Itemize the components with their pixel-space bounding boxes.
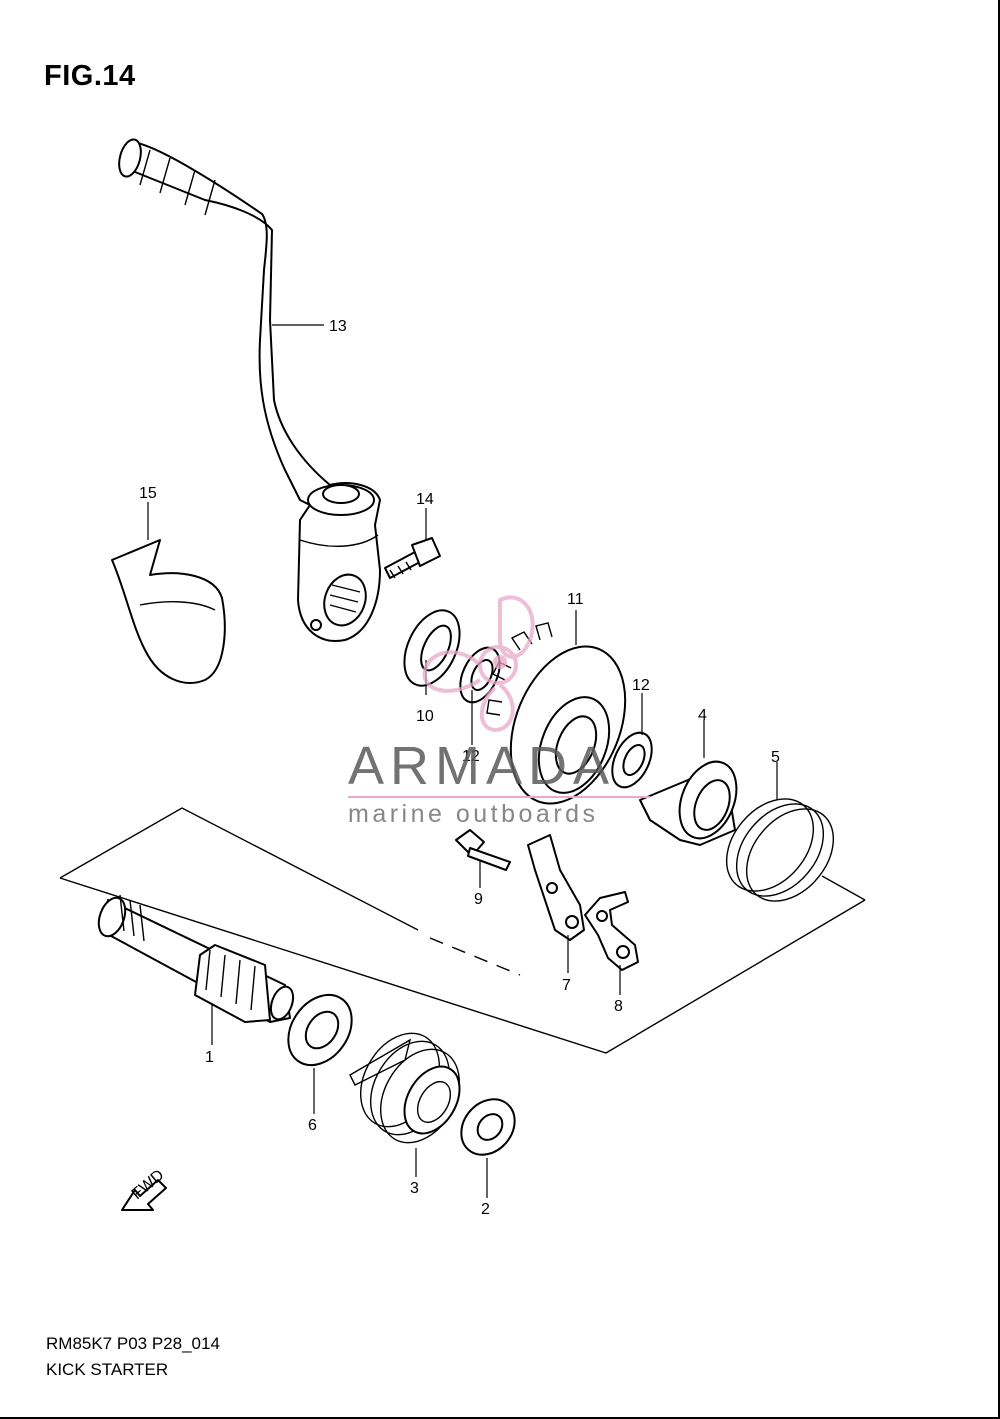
figure-title: FIG.14 [44, 60, 136, 92]
callout-1: 1 [205, 1049, 214, 1066]
guide-plate [527, 834, 585, 941]
callout-11: 11 [567, 591, 584, 608]
callout-5: 5 [771, 749, 780, 766]
assembly-outline [59, 807, 866, 1054]
watermark-brand: ARMADA [348, 736, 616, 796]
callout-4: 4 [698, 707, 707, 724]
watermark-divider [348, 796, 650, 798]
callout-7: 7 [562, 977, 571, 994]
callout-12b: 12 [462, 748, 480, 765]
ratchet [639, 760, 738, 846]
callout-2: 2 [481, 1201, 490, 1218]
kick-starter-shaft [97, 894, 295, 1023]
callouts: 1 2 3 4 5 6 7 8 9 10 11 12 12 13 14 15 [139, 318, 780, 1218]
oil-seal [403, 609, 461, 687]
callout-14: 14 [416, 491, 434, 508]
watermark-logo-icon [422, 595, 535, 733]
callout-9: 9 [474, 891, 483, 908]
callout-10: 10 [416, 708, 434, 725]
callout-12a: 12 [632, 677, 650, 694]
thrust-washer-rear [611, 731, 653, 789]
leader-lines [147, 324, 778, 1198]
ratchet-spring [725, 798, 835, 902]
lever-bolt [384, 537, 441, 579]
return-spring [349, 1032, 461, 1144]
watermark-tagline: marine outboards [348, 800, 599, 828]
callout-15: 15 [139, 485, 157, 502]
callout-6: 6 [308, 1117, 317, 1134]
stopper-plate [584, 891, 639, 971]
guide-bolt [455, 829, 511, 871]
shaft-washer [287, 993, 353, 1067]
circlip [460, 1098, 516, 1156]
figure-code: RM85K7 P03 P28_014 [46, 1334, 220, 1353]
callout-8: 8 [614, 998, 623, 1015]
lever-boot [111, 539, 226, 684]
kick-starter-gear [486, 622, 627, 805]
callout-3: 3 [410, 1180, 419, 1197]
figure-name: KICK STARTER [46, 1360, 169, 1379]
kick-starter-lever [118, 138, 381, 642]
callout-13: 13 [329, 318, 347, 335]
forward-arrow-icon: FWD [121, 1167, 167, 1211]
